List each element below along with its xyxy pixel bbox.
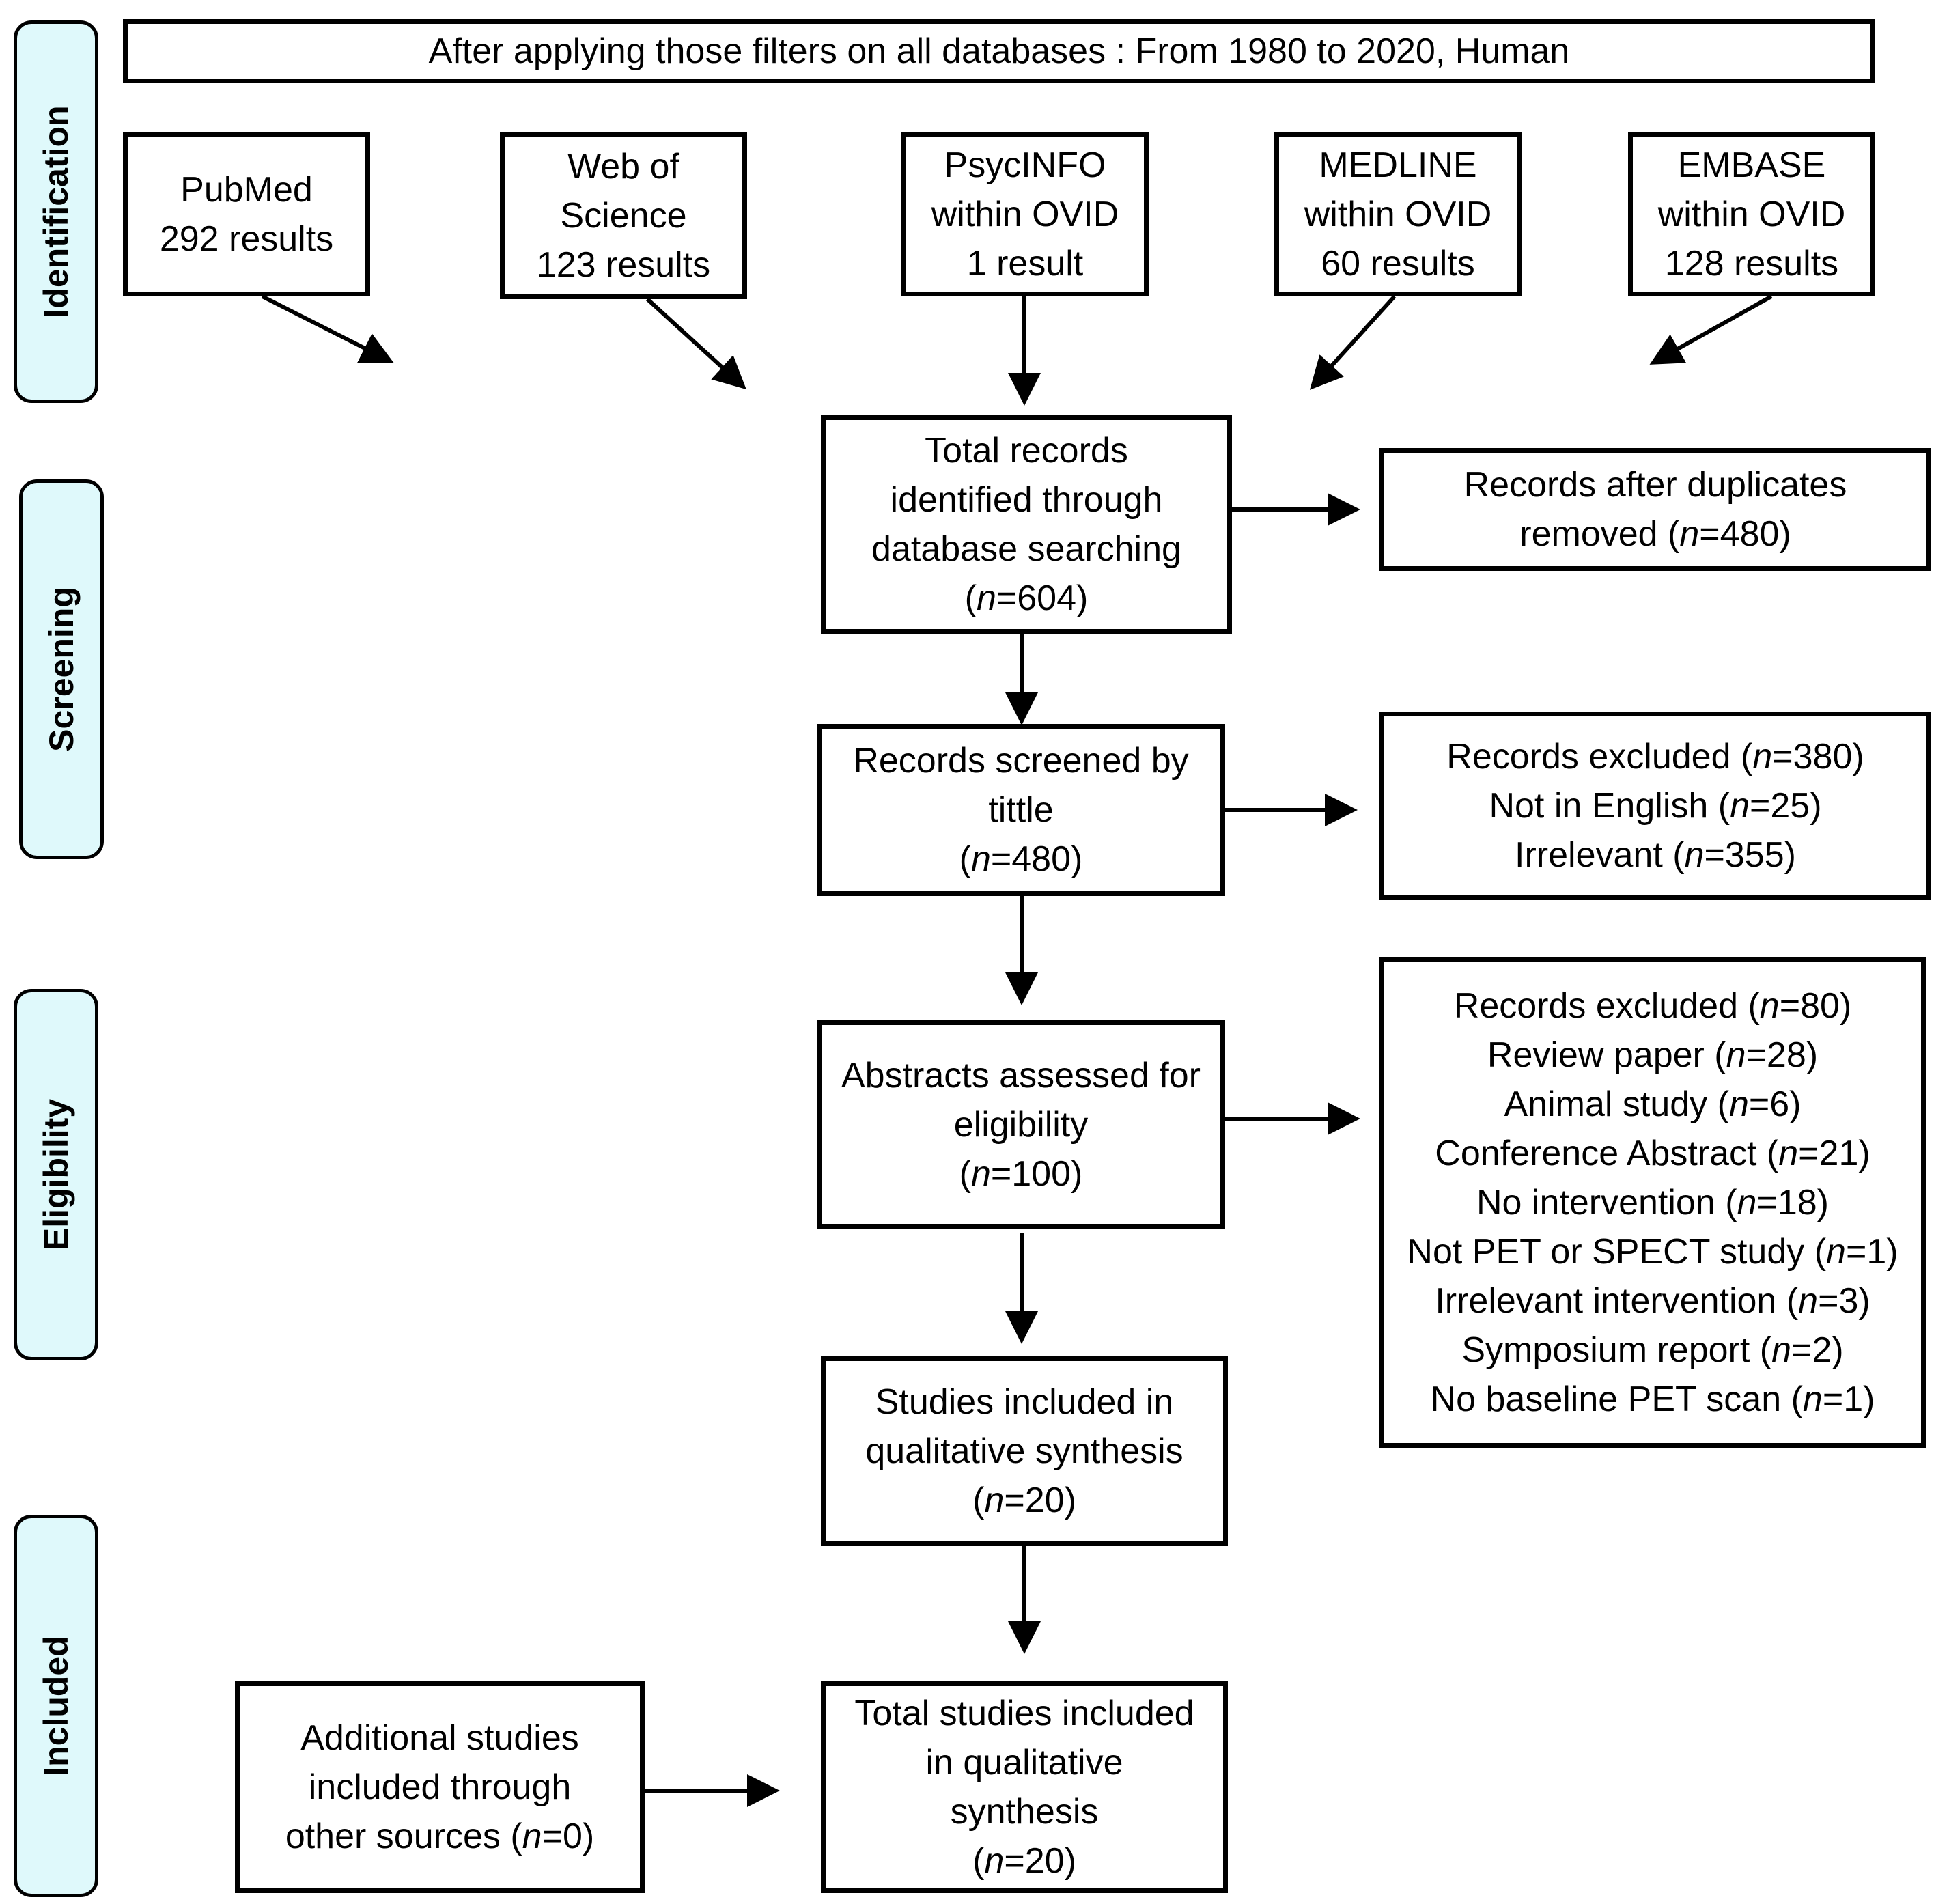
screened-line-2: tittle (988, 790, 1054, 830)
excluded-eligibility-line-2: Review paper (n=28) (1487, 1035, 1819, 1075)
stage-included: Included (14, 1515, 98, 1897)
abstracts-box: Abstracts assessed for eligibility (n=10… (817, 1020, 1225, 1229)
excluded-eligibility-box: Records excluded (n=80) Review paper (n=… (1379, 957, 1926, 1448)
arrow-wos (645, 297, 746, 390)
total-identified-line-1: Total records (925, 431, 1128, 471)
psycinfo-name: PsycINFO (944, 145, 1106, 185)
database-embase-box: EMBASE within OVID 128 results (1628, 132, 1875, 296)
excluded-eligibility-line-5: No intervention (n=18) (1476, 1183, 1829, 1222)
after-duplicates-line-2: removed (n=480) (1519, 514, 1791, 554)
arrow-pubmed (261, 294, 394, 363)
total-included-box: Total studies included in qualitative sy… (821, 1681, 1228, 1893)
wos-name-1: Web of (567, 147, 679, 186)
additional-line-2: included through (308, 1767, 572, 1807)
total-identified-box: Total records identified through databas… (821, 415, 1232, 634)
wos-results: 123 results (536, 245, 711, 285)
excluded-eligibility-line-4: Conference Abstract (n=21) (1435, 1134, 1870, 1173)
medline-name: MEDLINE (1319, 145, 1477, 185)
stage-identification: Identification (14, 20, 98, 403)
studies-included-count: (n=20) (972, 1481, 1076, 1520)
arrow-medline (1309, 294, 1397, 390)
medline-results: 60 results (1321, 244, 1475, 283)
psycinfo-platform: within OVID (931, 195, 1119, 234)
excluded-screening-line-1: Records excluded (n=380) (1446, 737, 1864, 776)
screened-line-1: Records screened by (853, 741, 1189, 781)
studies-included-line-2: qualitative synthesis (865, 1431, 1183, 1471)
embase-results: 128 results (1664, 244, 1839, 283)
pubmed-results: 292 results (159, 219, 334, 259)
database-pubmed-box: PubMed 292 results (123, 132, 370, 296)
abstracts-line-2: eligibility (953, 1105, 1089, 1145)
additional-line-3: other sources (n=0) (285, 1817, 595, 1856)
psycinfo-results: 1 result (966, 244, 1084, 283)
database-psycinfo-box: PsycINFO within OVID 1 result (901, 132, 1149, 296)
arrow-embase (1649, 294, 1773, 365)
wos-name-2: Science (560, 196, 687, 236)
embase-platform: within OVID (1657, 195, 1846, 234)
abstracts-line-1: Abstracts assessed for (841, 1056, 1201, 1095)
excluded-eligibility-line-9: No baseline PET scan (n=1) (1430, 1380, 1875, 1419)
excluded-eligibility-line-7: Irrelevant intervention (n=3) (1435, 1281, 1870, 1321)
total-included-count: (n=20) (972, 1841, 1076, 1881)
additional-line-1: Additional studies (300, 1718, 579, 1758)
total-identified-count: (n=604) (964, 578, 1089, 618)
filter-banner-text: After applying those filters on all data… (428, 31, 1570, 71)
studies-included-line-1: Studies included in (875, 1382, 1174, 1422)
excluded-screening-line-2: Not in English (n=25) (1489, 786, 1822, 826)
total-included-line-2: in qualitative (925, 1743, 1123, 1782)
embase-name: EMBASE (1677, 145, 1826, 185)
excluded-eligibility-line-8: Symposium report (n=2) (1461, 1330, 1844, 1370)
screened-count: (n=480) (959, 839, 1083, 879)
excluded-screening-box: Records excluded (n=380) Not in English … (1379, 712, 1931, 900)
filter-banner: After applying those filters on all data… (123, 19, 1875, 83)
total-identified-line-2: identified through (890, 480, 1163, 520)
total-identified-line-3: database searching (871, 529, 1181, 569)
database-medline-box: MEDLINE within OVID 60 results (1274, 132, 1522, 296)
screened-box: Records screened by tittle (n=480) (817, 724, 1225, 896)
medline-platform: within OVID (1304, 195, 1492, 234)
stage-screening: Screening (19, 479, 104, 859)
additional-studies-box: Additional studies included through othe… (235, 1681, 645, 1893)
excluded-screening-line-3: Irrelevant (n=355) (1515, 835, 1796, 875)
total-included-line-1: Total studies included (854, 1694, 1194, 1733)
after-duplicates-box: Records after duplicates removed (n=480) (1379, 448, 1931, 571)
studies-included-box: Studies included in qualitative synthesi… (821, 1356, 1228, 1546)
total-included-line-3: synthesis (950, 1792, 1099, 1832)
stage-eligibility: Eligibility (14, 989, 98, 1360)
database-wos-box: Web of Science 123 results (500, 132, 747, 299)
excluded-eligibility-line-1: Records excluded (n=80) (1453, 986, 1852, 1026)
abstracts-count: (n=100) (959, 1154, 1083, 1194)
excluded-eligibility-line-6: Not PET or SPECT study (n=1) (1407, 1232, 1898, 1272)
excluded-eligibility-line-3: Animal study (n=6) (1504, 1084, 1802, 1124)
after-duplicates-line-1: Records after duplicates (1463, 465, 1847, 505)
pubmed-name: PubMed (180, 170, 313, 210)
